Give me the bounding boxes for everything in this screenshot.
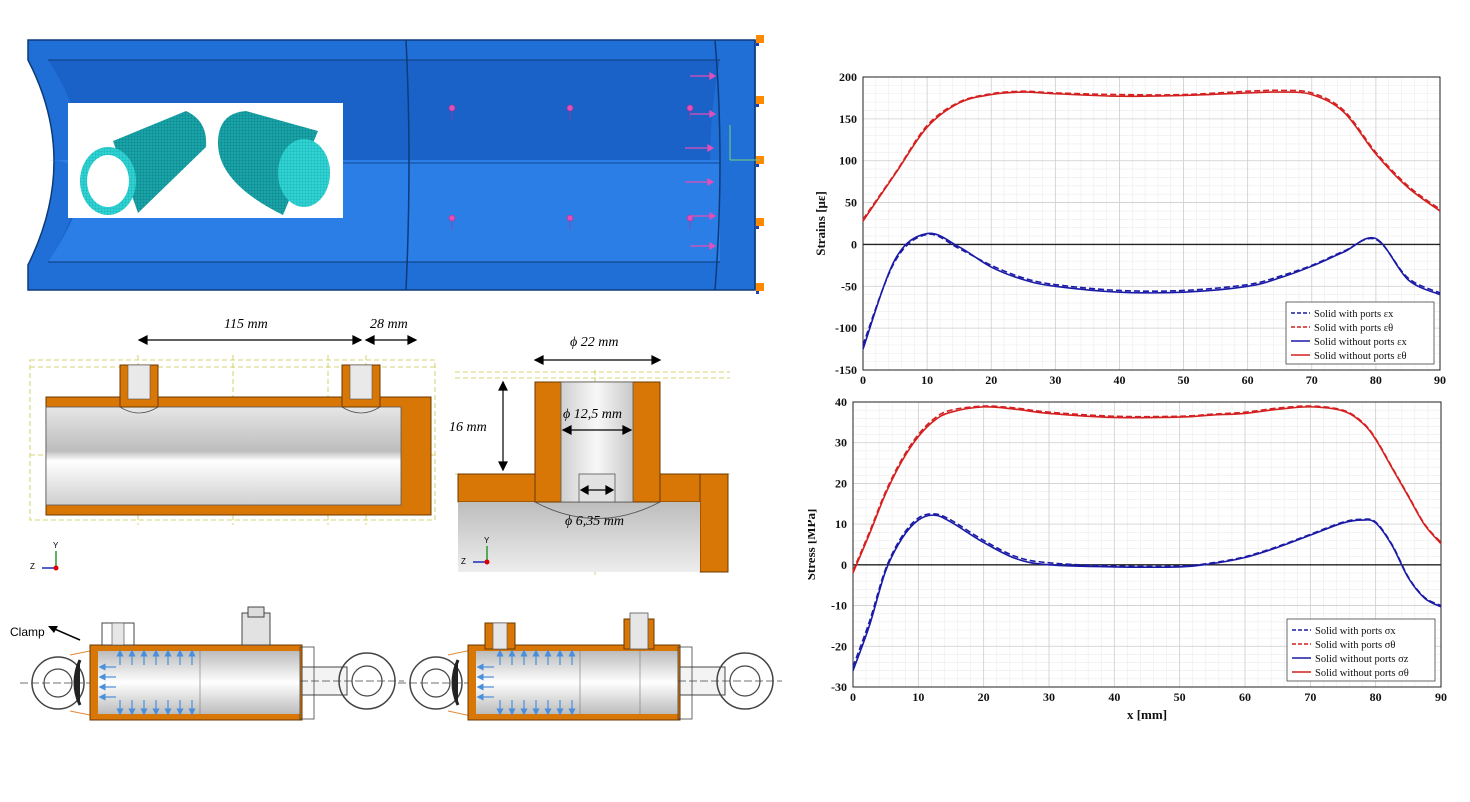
legend-label-2: Solid without ports σz <box>1315 654 1409 665</box>
x-tick-label: 90 <box>1434 373 1446 387</box>
x-tick-label: 20 <box>985 373 997 387</box>
y-axis-label: Strains [με] <box>813 191 828 256</box>
dimension-port-height: 16 mm <box>449 420 487 435</box>
x-tick-label: 10 <box>912 690 924 704</box>
x-tick-label: 30 <box>1049 373 1061 387</box>
y-tick-label: 20 <box>835 476 847 490</box>
y-tick-label: -10 <box>831 599 847 613</box>
plot-frame <box>852 401 1442 688</box>
x-tick-label: 60 <box>1242 373 1254 387</box>
axis-y-label: Y <box>53 541 59 550</box>
x-tick-label: 20 <box>978 690 990 704</box>
dimension-outer-diameter: ϕ 22 mm <box>570 335 619 350</box>
x-tick-label: 30 <box>1043 690 1055 704</box>
x-tick-label: 0 <box>860 373 866 387</box>
plot-frame <box>862 76 1441 371</box>
dimension-port-spacing: 115 mm <box>224 317 268 332</box>
series-line-3 <box>852 406 1442 574</box>
y-tick-label: 0 <box>841 558 847 572</box>
fe-model-view <box>20 30 780 300</box>
x-tick-label: 70 <box>1304 690 1316 704</box>
legend-label-3: Solid without ports σθ <box>1315 668 1409 679</box>
legend-label-1: Solid with ports εθ <box>1314 323 1393 334</box>
x-tick-label: 80 <box>1370 373 1382 387</box>
legend-box <box>1285 301 1435 365</box>
x-tick-label: 40 <box>1113 373 1125 387</box>
x-tick-label: 90 <box>1435 690 1447 704</box>
mesh-inset <box>68 103 343 218</box>
axis-z-label: Z <box>461 557 466 566</box>
dimension-hole-diameter: ϕ 6,35 mm <box>565 514 624 529</box>
y-tick-label: 150 <box>839 112 857 126</box>
section-view-svg <box>29 335 436 571</box>
x-axis-label: x [mm] <box>1127 707 1167 722</box>
legend-box <box>1286 618 1436 682</box>
y-tick-label: -30 <box>831 680 847 694</box>
x-tick-label: 50 <box>1178 373 1190 387</box>
axis-y-label: Y <box>484 536 490 545</box>
y-tick-label: -100 <box>835 321 857 335</box>
y-tick-label: 0 <box>851 237 857 251</box>
y-tick-label: 30 <box>835 436 847 450</box>
y-axis-label: Stress [MPa] <box>808 509 818 581</box>
axis-z-label: Z <box>30 562 35 571</box>
x-tick-label: 40 <box>1108 690 1120 704</box>
y-tick-label: 200 <box>839 70 857 84</box>
legend-label-1: Solid with ports σθ <box>1315 640 1395 651</box>
series-line-2 <box>852 514 1442 671</box>
mesh-inset-svg <box>80 111 330 215</box>
x-tick-label: 60 <box>1239 690 1251 704</box>
port-detail-view: ϕ 22 mm 16 mm ϕ 12,5 mm ϕ 6,35 mm Y Z <box>449 330 730 575</box>
series-line-1 <box>862 89 1441 220</box>
dimension-inner-diameter: ϕ 12,5 mm <box>563 407 622 422</box>
dimension-end-length: 28 mm <box>370 317 408 332</box>
series-line-1 <box>852 405 1442 572</box>
legend-label-3: Solid without ports εθ <box>1314 351 1407 362</box>
series-line-3 <box>862 91 1441 222</box>
x-tick-label: 0 <box>850 690 856 704</box>
x-tick-label: 10 <box>921 373 933 387</box>
y-tick-label: 10 <box>835 517 847 531</box>
y-tick-label: -50 <box>841 279 857 293</box>
legend-label-0: Solid with ports εx <box>1314 309 1394 320</box>
cylinder-assembly-svg <box>20 606 782 721</box>
x-tick-label: 80 <box>1370 690 1382 704</box>
x-tick-label: 70 <box>1306 373 1318 387</box>
series-line-2 <box>862 232 1441 350</box>
y-tick-label: -20 <box>831 639 847 653</box>
section-view: 115 mm 28 mm Y Z <box>28 315 448 580</box>
y-tick-label: -150 <box>835 363 857 377</box>
legend-label-2: Solid without ports εx <box>1314 337 1408 348</box>
assembly-left <box>20 606 404 721</box>
clamp-label: Clamp <box>10 625 45 639</box>
assembly-right <box>398 612 782 721</box>
cylinder-assembly-views: Clamp <box>0 605 790 725</box>
port-detail-svg <box>455 355 730 575</box>
x-tick-label: 50 <box>1174 690 1186 704</box>
y-tick-label: 100 <box>839 154 857 168</box>
y-tick-label: 50 <box>845 196 857 210</box>
y-tick-label: 40 <box>835 395 847 409</box>
legend-label-0: Solid with ports σx <box>1315 626 1396 637</box>
